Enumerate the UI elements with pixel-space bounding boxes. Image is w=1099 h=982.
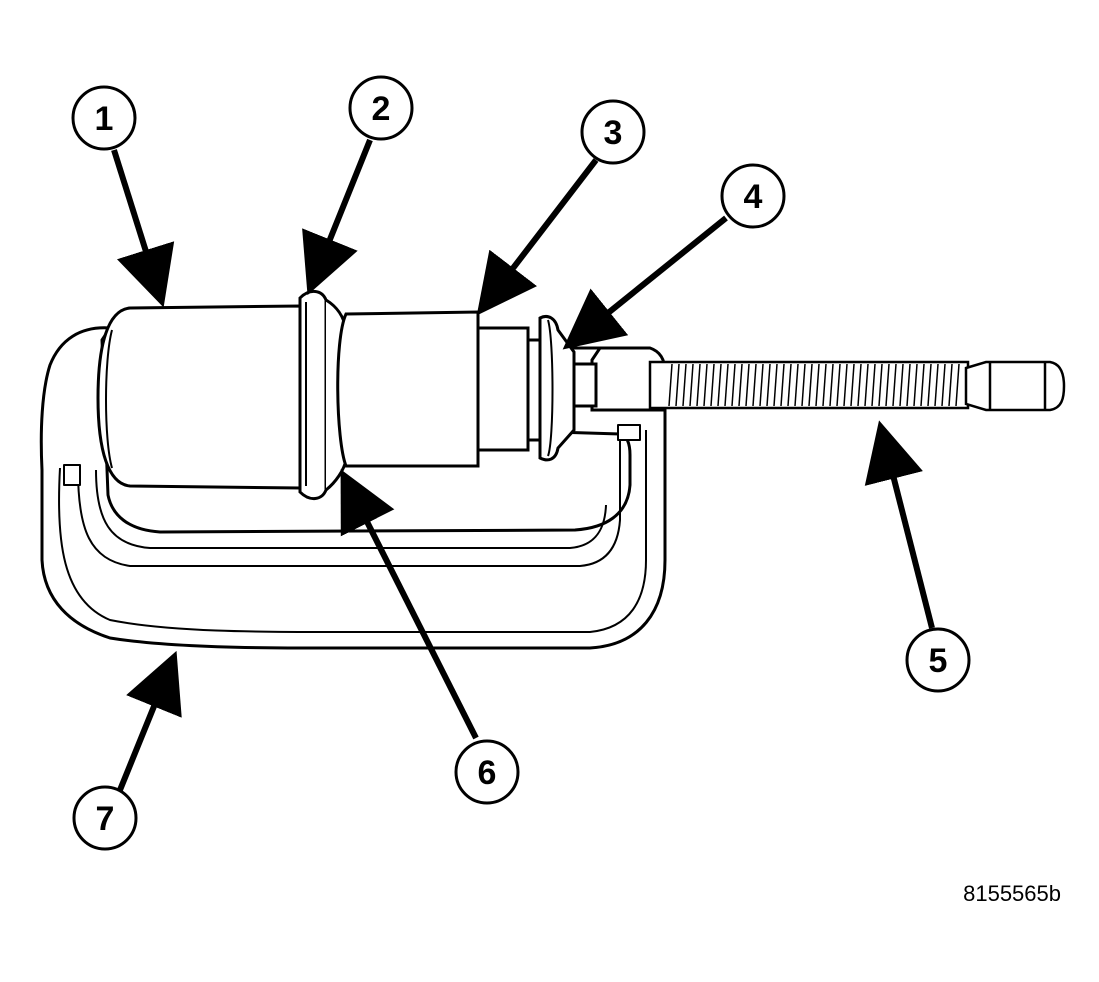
screw-thread bbox=[780, 363, 785, 407]
screw-thread bbox=[913, 363, 918, 407]
screw-thread bbox=[941, 363, 946, 407]
screw-thread bbox=[717, 363, 722, 407]
screw-thread bbox=[934, 363, 939, 407]
callouts: 1 2 3 4 5 6 7 bbox=[71, 75, 971, 851]
screw-thread bbox=[850, 363, 855, 407]
screw-thread bbox=[724, 363, 729, 407]
screw-thread bbox=[857, 363, 862, 407]
screw-thread bbox=[703, 363, 708, 407]
leader-arrow-3 bbox=[476, 158, 599, 316]
forcing-screw bbox=[648, 360, 1066, 412]
callout-6-label: 6 bbox=[478, 754, 497, 792]
callout-5-label: 5 bbox=[929, 642, 948, 680]
spacer-washer bbox=[538, 315, 598, 462]
screw-thread bbox=[668, 363, 673, 407]
callout-5: 5 bbox=[905, 627, 971, 693]
screw-thread bbox=[682, 363, 687, 407]
callout-7-label: 7 bbox=[96, 800, 115, 838]
callout-2: 2 bbox=[348, 75, 414, 141]
callout-3-label: 3 bbox=[604, 114, 623, 152]
screw-thread bbox=[948, 363, 953, 407]
screw-thread bbox=[808, 363, 813, 407]
callout-7: 7 bbox=[72, 785, 138, 851]
screw-thread bbox=[885, 363, 890, 407]
callout-1-label: 1 bbox=[95, 100, 114, 138]
leader-arrow-5 bbox=[864, 420, 935, 629]
screw-thread bbox=[927, 363, 932, 407]
screw-thread bbox=[696, 363, 701, 407]
screw-thread bbox=[906, 363, 911, 407]
screw-thread bbox=[829, 363, 834, 407]
screw-thread bbox=[689, 363, 694, 407]
figure-id: 8155565b bbox=[963, 881, 1061, 906]
leader-arrow-7 bbox=[117, 650, 182, 792]
callout-3: 3 bbox=[580, 99, 646, 165]
leader-arrow-2 bbox=[302, 138, 373, 296]
screw-thread bbox=[892, 363, 897, 407]
screw-thread bbox=[745, 363, 750, 407]
screw-thread bbox=[675, 363, 680, 407]
screw-thread bbox=[766, 363, 771, 407]
screw-thread bbox=[787, 363, 792, 407]
screw-thread bbox=[955, 363, 960, 407]
screw-thread bbox=[773, 363, 778, 407]
screw-thread bbox=[836, 363, 841, 407]
callout-4-label: 4 bbox=[744, 178, 763, 216]
leader-arrows bbox=[111, 138, 935, 792]
callout-1: 1 bbox=[71, 85, 137, 151]
screw-thread bbox=[801, 363, 806, 407]
screw-thread bbox=[878, 363, 883, 407]
screw-thread bbox=[710, 363, 715, 407]
screw-thread bbox=[899, 363, 904, 407]
screw-thread bbox=[843, 363, 848, 407]
driver-cup bbox=[336, 310, 548, 468]
screw-thread bbox=[759, 363, 764, 407]
screw-thread bbox=[794, 363, 799, 407]
screw-thread bbox=[920, 363, 925, 407]
callout-6: 6 bbox=[454, 739, 520, 805]
receiver-cup bbox=[96, 304, 302, 490]
screw-thread bbox=[822, 363, 827, 407]
screw-thread bbox=[871, 363, 876, 407]
leader-arrow-6 bbox=[340, 469, 479, 740]
screw-thread bbox=[752, 363, 757, 407]
screw-thread bbox=[731, 363, 736, 407]
leader-arrow-1 bbox=[111, 149, 175, 308]
leader-arrow-4 bbox=[562, 215, 728, 350]
screw-thread bbox=[864, 363, 869, 407]
callout-2-label: 2 bbox=[372, 90, 391, 128]
screw-thread bbox=[738, 363, 743, 407]
c-frame bbox=[39, 326, 667, 650]
screw-thread bbox=[815, 363, 820, 407]
callout-4: 4 bbox=[720, 163, 786, 229]
